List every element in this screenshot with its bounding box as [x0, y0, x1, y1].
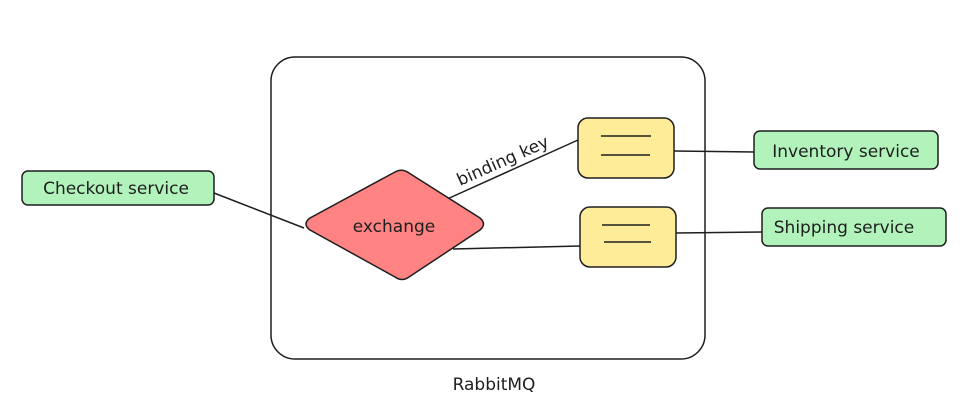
rabbitmq-label: RabbitMQ — [453, 375, 536, 395]
checkout-service-node[interactable]: Checkout service — [21, 170, 215, 206]
binding-key-label: binding key — [454, 132, 552, 190]
shipping-service-node[interactable]: Shipping service — [761, 207, 947, 247]
shipping-service-label: Shipping service — [774, 218, 914, 238]
connector-exchange-queue-2 — [452, 245, 581, 250]
connector-exchange-queue-1 — [444, 139, 579, 201]
inventory-service-node[interactable]: Inventory service — [753, 130, 939, 170]
connector-queue-1-inventory — [673, 150, 756, 153]
queue-node[interactable] — [577, 117, 675, 179]
rabbitmq-container[interactable] — [270, 56, 706, 360]
exchange-label: exchange — [353, 217, 436, 237]
queue-node[interactable] — [579, 206, 677, 268]
connector-queue-2-shipping — [675, 231, 763, 234]
inventory-service-label: Inventory service — [772, 142, 920, 162]
connector-checkout-exchange — [213, 192, 305, 229]
checkout-service-label: Checkout service — [43, 179, 189, 199]
exchange-node[interactable]: exchange — [305, 169, 485, 281]
